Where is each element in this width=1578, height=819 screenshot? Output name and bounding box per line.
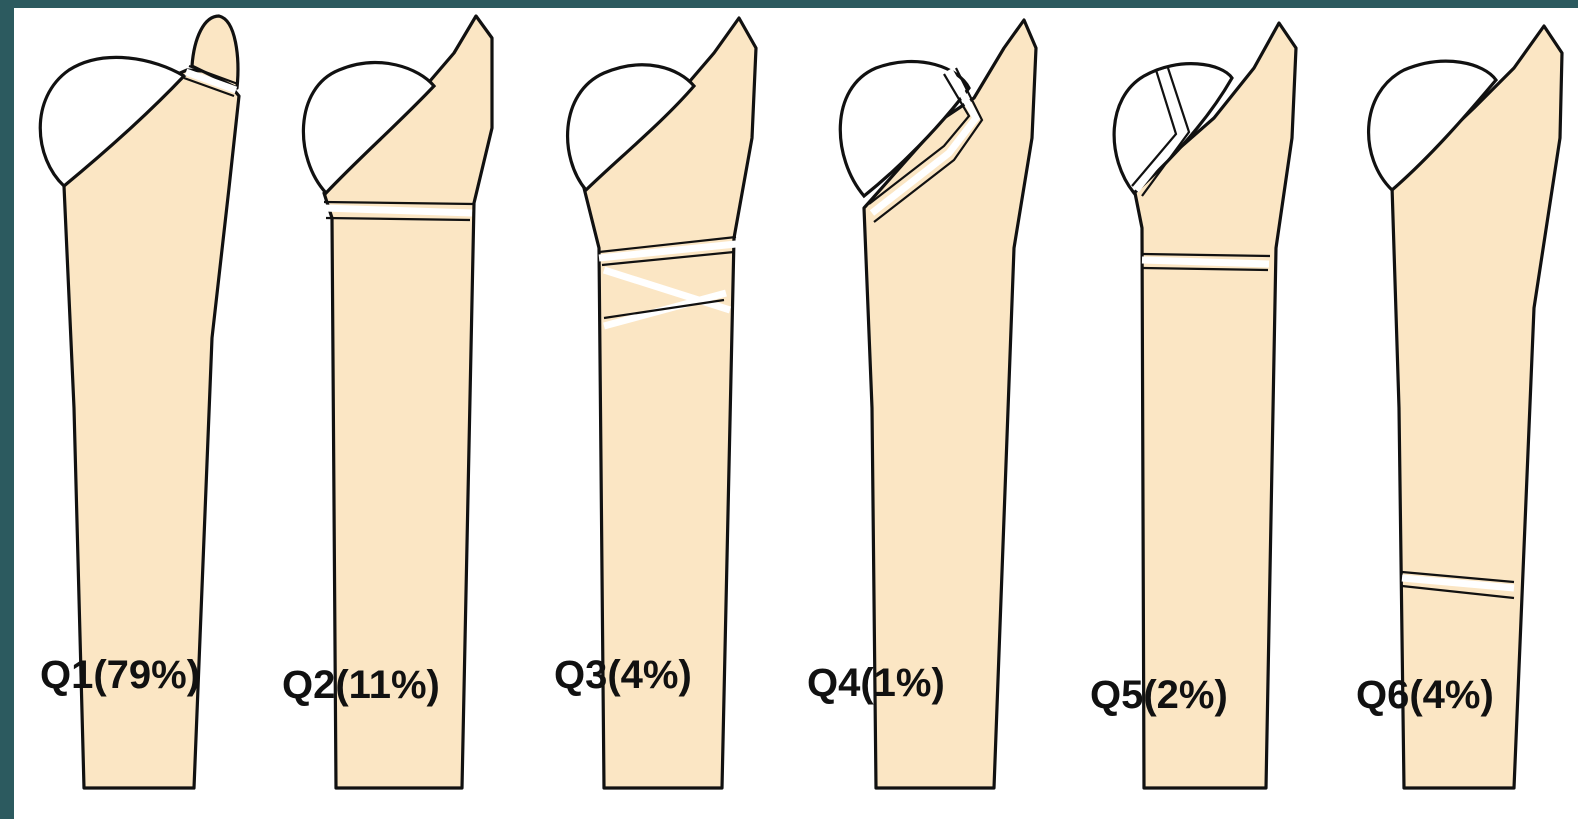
label-q5: Q5(2%) xyxy=(1090,673,1228,717)
label-q1: Q1(79%) xyxy=(40,653,200,697)
label-q6: Q6(4%) xyxy=(1356,673,1494,717)
fracture-line-q5b xyxy=(1142,260,1269,264)
panel-q2: Q2(11%) xyxy=(282,16,492,788)
label-q2: Q2(11%) xyxy=(282,663,440,707)
panel-q5: Q5(2%) xyxy=(1090,23,1296,788)
figure-canvas: Q1(79%) Q2(11%) Q3(4%) Q4(1%) xyxy=(14,8,1578,819)
panel-q1: Q1(79%) xyxy=(40,16,239,788)
panel-q4: Q4(1%) xyxy=(807,20,1036,788)
fracture-line-q2 xyxy=(324,208,472,213)
panel-q3: Q3(4%) xyxy=(554,18,756,788)
panel-q6: Q6(4%) xyxy=(1356,26,1562,788)
humerus-fracture-diagram: Q1(79%) Q2(11%) Q3(4%) Q4(1%) xyxy=(14,8,1578,819)
label-q4: Q4(1%) xyxy=(807,661,945,705)
label-q3: Q3(4%) xyxy=(554,653,692,697)
